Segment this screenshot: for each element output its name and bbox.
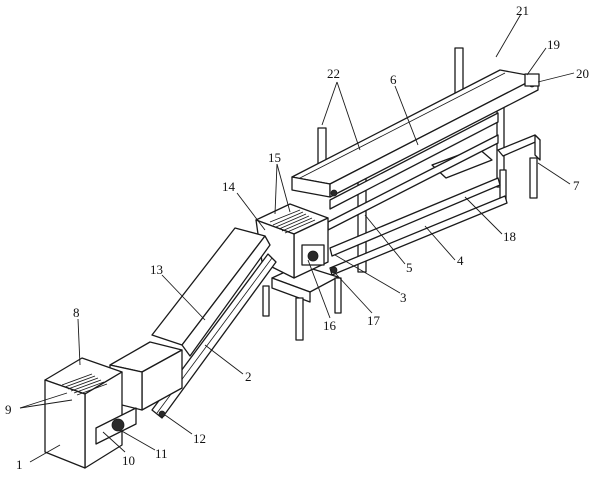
callout-15: 15 bbox=[268, 150, 281, 165]
leader-2 bbox=[204, 344, 244, 375]
leader-22b bbox=[336, 81, 361, 151]
leader-5 bbox=[364, 214, 406, 265]
leader-17 bbox=[335, 273, 373, 314]
callout-1: 1 bbox=[16, 457, 23, 472]
callout-8: 8 bbox=[73, 305, 80, 320]
under-frame bbox=[327, 112, 499, 231]
leader-16 bbox=[307, 259, 331, 319]
leader-10 bbox=[102, 431, 126, 453]
callout-4: 4 bbox=[457, 253, 464, 268]
motor-16-shaft bbox=[307, 250, 319, 262]
callout-13: 13 bbox=[150, 262, 163, 277]
leader-15b bbox=[276, 163, 291, 213]
hopper-1-front bbox=[44, 379, 86, 469]
leader-19 bbox=[526, 47, 547, 76]
frame-7-side bbox=[534, 134, 541, 161]
right-frame-7 bbox=[497, 134, 541, 203]
leader-22a bbox=[321, 81, 338, 126]
callout-11: 11 bbox=[155, 446, 168, 461]
leader-1 bbox=[29, 444, 61, 463]
callout-21: 21 bbox=[516, 3, 529, 18]
callout-12: 12 bbox=[193, 431, 206, 446]
pulley-22-left bbox=[330, 189, 338, 197]
callout-14: 14 bbox=[222, 179, 236, 194]
callout-17: 17 bbox=[367, 313, 381, 328]
rail-4 bbox=[329, 195, 508, 276]
callout-7: 7 bbox=[573, 178, 580, 193]
leader-7 bbox=[537, 162, 571, 185]
leader-3 bbox=[334, 254, 401, 294]
leader-13 bbox=[161, 274, 206, 321]
inclined-chute bbox=[151, 227, 277, 419]
leader-15a bbox=[274, 163, 278, 215]
leader-6 bbox=[394, 85, 419, 146]
reference-numerals: 1 2 3 4 5 6 7 8 9 10 11 12 13 14 15 16 1… bbox=[5, 3, 589, 472]
upper-belt-side bbox=[329, 76, 539, 198]
grate-15 bbox=[269, 209, 316, 234]
motor-19 bbox=[524, 73, 540, 87]
callout-5: 5 bbox=[406, 260, 413, 275]
leader-4 bbox=[424, 225, 456, 261]
leader-9a bbox=[19, 392, 68, 409]
beam-6 bbox=[329, 112, 499, 210]
callout-18: 18 bbox=[503, 229, 516, 244]
callout-2: 2 bbox=[245, 369, 252, 384]
platform-front bbox=[271, 277, 311, 303]
callout-22: 22 bbox=[327, 66, 340, 81]
leader-14 bbox=[236, 192, 266, 231]
bottom-hopper-1 bbox=[44, 357, 137, 469]
callout-3: 3 bbox=[400, 290, 407, 305]
rail-18 bbox=[329, 177, 501, 257]
lower-rails bbox=[329, 147, 508, 276]
leader-21 bbox=[495, 13, 522, 58]
belt-edge-line bbox=[299, 72, 506, 179]
leader-12 bbox=[164, 414, 193, 435]
platform-leg-a bbox=[262, 285, 270, 317]
callout-20: 20 bbox=[576, 66, 589, 81]
callout-10: 10 bbox=[122, 453, 135, 468]
pulley-12 bbox=[158, 410, 166, 418]
leader-9b bbox=[19, 399, 73, 409]
callout-19: 19 bbox=[547, 37, 560, 52]
chute-13-side bbox=[181, 235, 271, 357]
callout-9: 9 bbox=[5, 402, 12, 417]
motor-11-shaft bbox=[111, 418, 125, 432]
leader-lines bbox=[19, 13, 575, 463]
callout-16: 16 bbox=[323, 318, 337, 333]
pulley-17 bbox=[330, 266, 338, 274]
frame-7-leg-a bbox=[529, 157, 538, 199]
upper-conveyor-21 bbox=[291, 69, 540, 198]
leader-11 bbox=[119, 429, 156, 451]
callout-6: 6 bbox=[390, 72, 397, 87]
grate-9 bbox=[61, 373, 108, 396]
platform-leg-c bbox=[334, 277, 342, 314]
leader-18 bbox=[464, 196, 503, 235]
leader-20 bbox=[537, 72, 575, 83]
rail-box bbox=[431, 147, 493, 179]
platform-leg-b bbox=[295, 297, 304, 341]
leader-8 bbox=[77, 318, 81, 366]
